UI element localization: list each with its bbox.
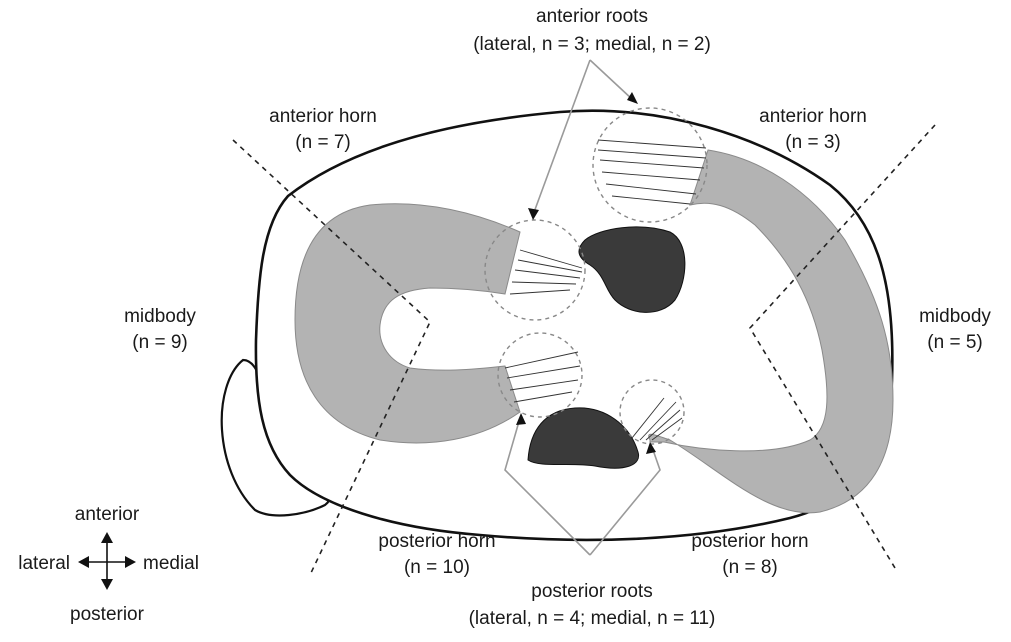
orientation-compass: anterior posterior lateral medial: [18, 504, 199, 625]
root-fibers-posterior-lateral: [504, 351, 581, 403]
anterior-horn-left-title: anterior horn: [269, 106, 377, 127]
anterior-cruciate-insertion: [578, 226, 686, 313]
root-fibers-posterior-medial: [631, 397, 683, 441]
medial-meniscus: [648, 149, 894, 514]
anterior-horn-left-count: (n = 7): [295, 132, 350, 153]
compass-lateral-label: lateral: [18, 553, 70, 574]
anterior-roots-detail: (lateral, n = 3; medial, n = 2): [473, 34, 711, 55]
midbody-right-title: midbody: [919, 306, 991, 327]
midbody-left-title: midbody: [124, 306, 196, 327]
arrowhead-anterior-medial: [627, 92, 638, 104]
posterior-horn-left-count: (n = 10): [404, 557, 470, 578]
arrowhead-anterior-lateral: [528, 208, 539, 220]
posterior-roots-detail: (lateral, n = 4; medial, n = 11): [469, 608, 716, 629]
root-fibers-anterior-medial: [597, 139, 707, 205]
root-circle-anterior-lateral: [484, 219, 586, 321]
posterior-root-leaders: [504, 417, 661, 556]
root-circle-posterior-lateral: [497, 332, 583, 418]
anterior-roots-title: anterior roots: [536, 6, 648, 27]
midbody-right-count: (n = 5): [927, 332, 982, 353]
posterior-roots-title: posterior roots: [531, 581, 652, 602]
compass-arrows-icon: [78, 532, 136, 590]
posterior-horn-right-title: posterior horn: [691, 531, 808, 552]
lateral-meniscus: [294, 203, 521, 444]
anterior-root-leaders: [532, 59, 634, 216]
anterior-horn-right-count: (n = 3): [785, 132, 840, 153]
arrowhead-posterior-lateral: [516, 413, 526, 425]
posterior-horn-right-count: (n = 8): [722, 557, 777, 578]
compass-anterior-label: anterior: [75, 504, 140, 525]
divider-left: [232, 139, 431, 576]
anterior-horn-right-title: anterior horn: [759, 106, 867, 127]
root-circle-anterior-medial: [592, 107, 708, 223]
compass-posterior-label: posterior: [70, 604, 145, 625]
arrowhead-posterior-medial: [646, 442, 656, 454]
root-fibers-anterior-lateral: [509, 249, 583, 295]
root-circle-posterior-medial: [619, 379, 685, 445]
divider-right: [749, 124, 936, 569]
region-dividers: [232, 124, 936, 576]
midbody-left-count: (n = 9): [132, 332, 187, 353]
compass-medial-label: medial: [143, 553, 199, 574]
posterior-horn-left-title: posterior horn: [378, 531, 495, 552]
